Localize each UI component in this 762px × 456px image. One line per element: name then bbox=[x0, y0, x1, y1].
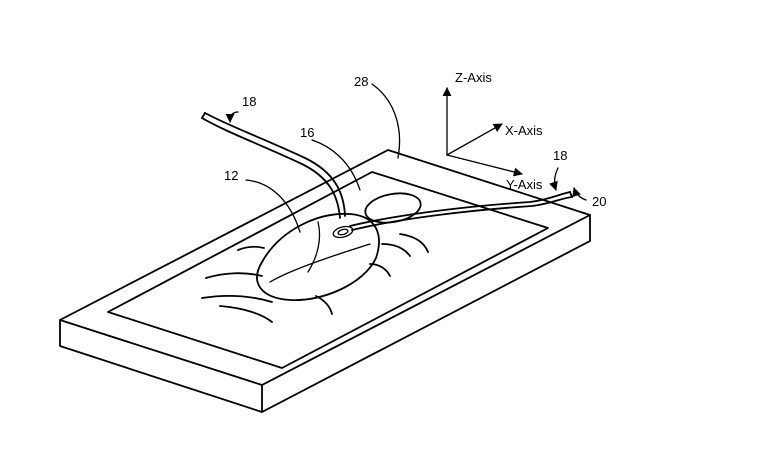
axis-triad bbox=[442, 87, 523, 177]
y-axis-label: Y-Axis bbox=[506, 177, 543, 192]
ref-18-right: 18 bbox=[553, 148, 567, 163]
leader-lines bbox=[225, 83, 587, 233]
motion-marks bbox=[201, 233, 429, 323]
mouse bbox=[256, 213, 380, 301]
mouse-cable bbox=[201, 112, 573, 231]
ref-28: 28 bbox=[354, 74, 368, 89]
z-axis-label: Z-Axis bbox=[455, 70, 492, 85]
ref-12: 12 bbox=[224, 168, 238, 183]
x-axis-arrow bbox=[446, 123, 503, 156]
ref-20: 20 bbox=[592, 194, 606, 209]
mouse-pad-base bbox=[59, 149, 591, 413]
ref-16: 16 bbox=[300, 125, 314, 140]
y-axis-arrow bbox=[446, 154, 523, 177]
sensing-surface bbox=[107, 171, 549, 369]
x-axis-label: X-Axis bbox=[505, 123, 543, 138]
ref-18-left: 18 bbox=[242, 94, 256, 109]
